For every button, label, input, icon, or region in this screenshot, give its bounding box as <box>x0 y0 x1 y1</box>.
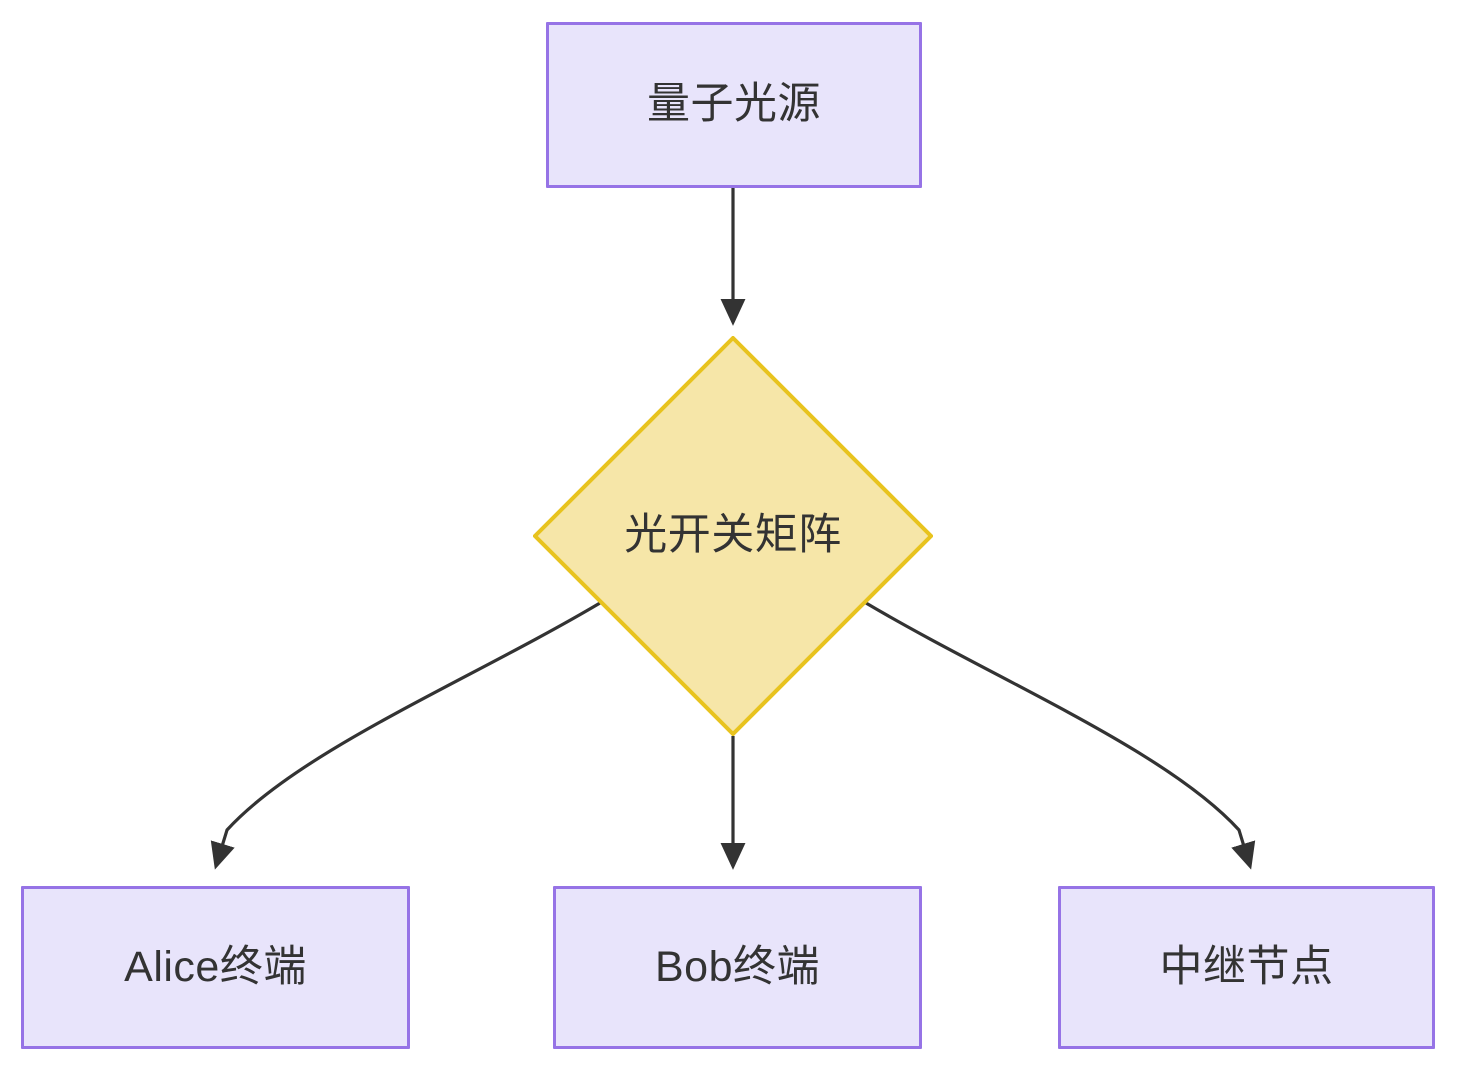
node-quantum-source-label: 量子光源 <box>647 80 821 129</box>
node-bob-terminal-label: Bob终端 <box>654 942 820 991</box>
node-optical-switch-matrix-label: 光开关矩阵 <box>624 511 842 560</box>
node-alice-terminal[interactable]: Alice终端 <box>21 886 410 1049</box>
node-bob-terminal[interactable]: Bob终端 <box>553 886 922 1049</box>
node-relay-node-label: 中继节点 <box>1159 942 1334 991</box>
diamond-shape <box>533 336 933 736</box>
node-relay-node[interactable]: 中继节点 <box>1058 886 1435 1049</box>
node-quantum-source[interactable]: 量子光源 <box>546 22 922 188</box>
node-alice-terminal-label: Alice终端 <box>124 942 307 991</box>
node-optical-switch-matrix[interactable]: 光开关矩阵 <box>533 336 933 736</box>
